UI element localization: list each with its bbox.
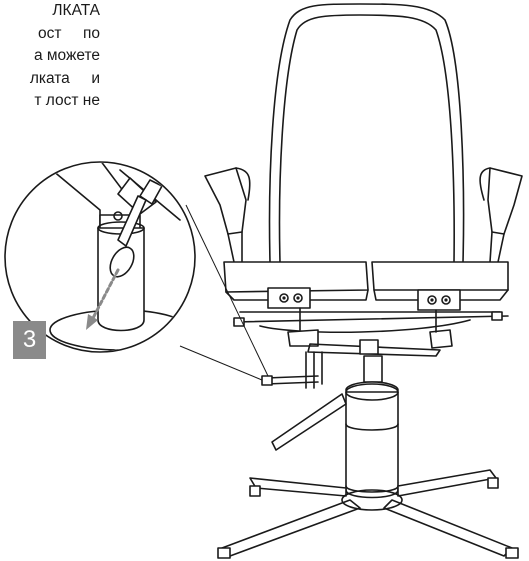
- instruction-line-2: ост по: [37, 24, 100, 42]
- left-armrest: [204, 167, 251, 263]
- backrest-outline: [268, 3, 465, 263]
- instruction-line-1: ЛКАТА: [52, 2, 100, 19]
- height-lever: [261, 351, 323, 389]
- instruction-line-3: а можете: [33, 47, 100, 64]
- chair-base: [217, 393, 519, 559]
- seat-height-lever-detail-icon: [4, 161, 196, 353]
- right-armrest: [479, 167, 523, 263]
- gas-column: [345, 355, 399, 499]
- instruction-text: ЛКАТА ост по а можете лката и т лост не: [0, 0, 100, 113]
- seat: [223, 261, 509, 301]
- seat-mechanism: [233, 287, 509, 357]
- instruction-line-5: т лост не: [34, 92, 100, 109]
- step-number-badge: 3: [13, 321, 46, 359]
- instruction-line-4: лката и: [29, 69, 100, 87]
- callout-connector: [179, 204, 269, 381]
